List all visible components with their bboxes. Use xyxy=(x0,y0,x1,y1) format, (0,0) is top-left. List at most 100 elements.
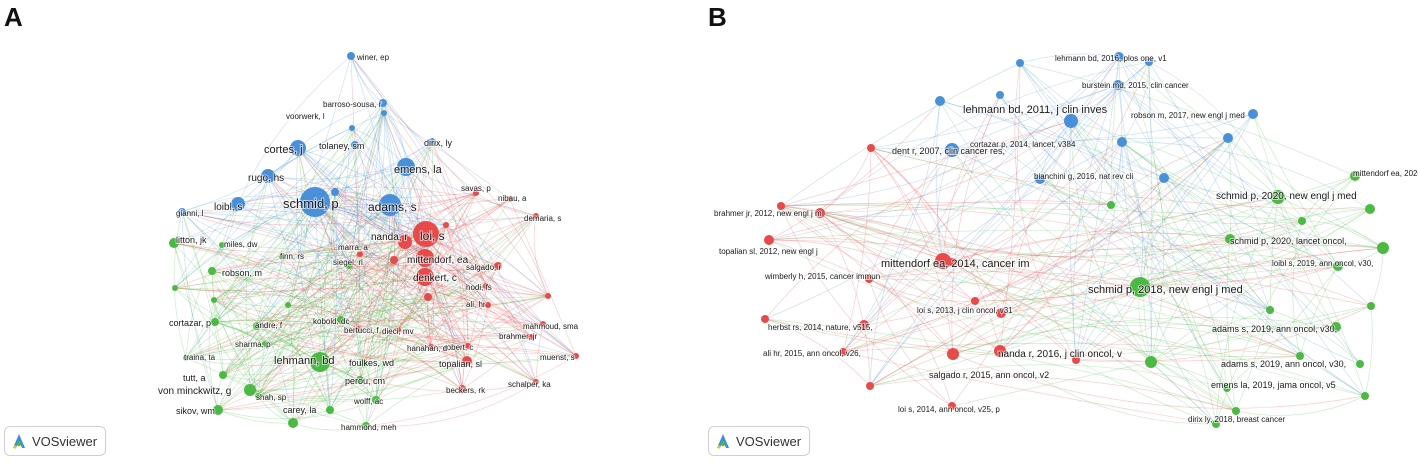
network-node[interactable] xyxy=(465,343,471,349)
network-node[interactable] xyxy=(211,297,217,303)
network-node[interactable] xyxy=(866,382,874,390)
network-node[interactable] xyxy=(169,238,179,248)
network-node[interactable] xyxy=(262,341,268,347)
network-node[interactable] xyxy=(1223,133,1233,143)
network-node[interactable] xyxy=(355,326,361,332)
network-node[interactable] xyxy=(172,285,178,291)
network-node[interactable] xyxy=(1114,52,1124,62)
network-node[interactable] xyxy=(540,321,546,327)
network-node[interactable] xyxy=(261,169,275,183)
network-node[interactable] xyxy=(346,263,352,269)
network-node[interactable] xyxy=(1365,204,1375,214)
network-node[interactable] xyxy=(398,235,412,249)
network-node[interactable] xyxy=(208,267,216,275)
network-node[interactable] xyxy=(473,190,479,196)
network-node[interactable] xyxy=(859,320,869,330)
network-node[interactable] xyxy=(290,140,306,156)
network-node[interactable] xyxy=(424,293,432,301)
network-node[interactable] xyxy=(533,379,539,385)
network-node[interactable] xyxy=(1145,58,1153,66)
network-node[interactable] xyxy=(1225,234,1235,244)
network-node[interactable] xyxy=(428,344,434,350)
network-node[interactable] xyxy=(413,221,439,247)
network-node[interactable] xyxy=(219,371,227,379)
network-node[interactable] xyxy=(761,315,769,323)
network-node[interactable] xyxy=(285,302,291,308)
network-node[interactable] xyxy=(996,308,1006,318)
network-node[interactable] xyxy=(244,384,256,396)
network-node[interactable] xyxy=(288,418,298,428)
network-node[interactable] xyxy=(1367,302,1375,310)
network-node[interactable] xyxy=(507,196,513,202)
network-node[interactable] xyxy=(1223,384,1231,392)
network-node[interactable] xyxy=(1159,173,1169,183)
network-node[interactable] xyxy=(1271,190,1285,204)
network-node[interactable] xyxy=(1016,59,1024,67)
network-node[interactable] xyxy=(416,268,434,286)
network-node[interactable] xyxy=(1064,114,1078,128)
network-node[interactable] xyxy=(1232,407,1240,415)
network-node[interactable] xyxy=(494,262,502,270)
network-node[interactable] xyxy=(1107,201,1115,209)
network-node[interactable] xyxy=(947,348,959,360)
network-node[interactable] xyxy=(573,353,579,359)
network-node[interactable] xyxy=(1266,306,1274,314)
network-node[interactable] xyxy=(815,208,825,218)
network-node[interactable] xyxy=(1350,171,1360,181)
network-node[interactable] xyxy=(1377,242,1389,254)
network-node[interactable] xyxy=(178,208,186,216)
network-node[interactable] xyxy=(1331,322,1341,332)
network-node[interactable] xyxy=(300,187,330,217)
network-node[interactable] xyxy=(397,158,415,176)
network-node[interactable] xyxy=(777,202,785,210)
network-node[interactable] xyxy=(356,376,364,384)
network-node[interactable] xyxy=(372,396,380,404)
network-node[interactable] xyxy=(1248,109,1258,119)
network-node[interactable] xyxy=(528,334,534,340)
network-node[interactable] xyxy=(183,355,189,361)
network-node[interactable] xyxy=(764,235,774,245)
network-node[interactable] xyxy=(395,327,401,333)
network-node[interactable] xyxy=(867,144,875,152)
network-node[interactable] xyxy=(337,316,345,324)
network-node[interactable] xyxy=(935,96,945,106)
network-node[interactable] xyxy=(381,110,387,116)
network-node[interactable] xyxy=(945,143,959,157)
network-node[interactable] xyxy=(483,283,489,289)
network-node[interactable] xyxy=(357,251,363,257)
network-node[interactable] xyxy=(211,318,219,326)
network-node[interactable] xyxy=(213,405,223,415)
network-node[interactable] xyxy=(362,422,370,430)
network-node[interactable] xyxy=(971,297,979,305)
network-node[interactable] xyxy=(1117,137,1127,147)
network-node[interactable] xyxy=(331,188,339,196)
network-node[interactable] xyxy=(462,356,472,366)
network-node[interactable] xyxy=(379,99,387,107)
network-node[interactable] xyxy=(443,222,449,228)
network-node[interactable] xyxy=(416,249,434,267)
network-node[interactable] xyxy=(351,141,359,149)
network-node[interactable] xyxy=(1072,356,1080,364)
network-node[interactable] xyxy=(219,242,225,248)
network-node[interactable] xyxy=(1130,277,1150,297)
network-node[interactable] xyxy=(349,125,355,131)
network-node[interactable] xyxy=(1113,80,1123,90)
network-node[interactable] xyxy=(310,352,330,372)
network-node[interactable] xyxy=(1145,356,1157,368)
network-node[interactable] xyxy=(865,275,873,283)
network-node[interactable] xyxy=(1361,392,1369,400)
network-node[interactable] xyxy=(948,402,956,410)
network-node[interactable] xyxy=(1035,174,1045,184)
network-node[interactable] xyxy=(485,302,491,308)
network-node[interactable] xyxy=(994,345,1006,357)
network-node[interactable] xyxy=(255,393,261,399)
network-node[interactable] xyxy=(1296,352,1304,360)
network-node[interactable] xyxy=(326,406,334,414)
network-node[interactable] xyxy=(231,197,245,211)
network-node[interactable] xyxy=(359,359,367,367)
network-node[interactable] xyxy=(533,213,539,219)
network-node[interactable] xyxy=(428,138,436,146)
network-node[interactable] xyxy=(1212,420,1220,428)
network-node[interactable] xyxy=(996,91,1004,99)
network-node[interactable] xyxy=(1333,261,1343,271)
